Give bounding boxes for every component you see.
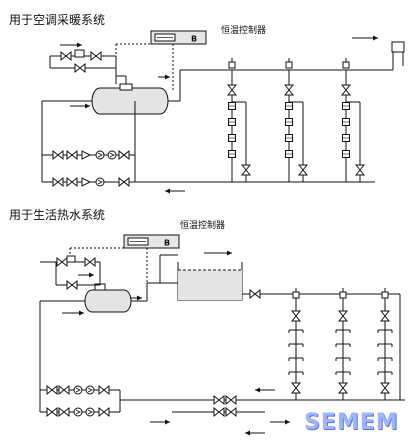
radiator-column-2 — [284, 57, 308, 182]
diagram-title-hotwater: 用于生活热水系统 — [9, 208, 106, 222]
radiator-column-3 — [341, 57, 365, 182]
radiator-column-1 — [227, 57, 251, 182]
thermostat-controller-heating — [150, 30, 207, 45]
tap-column-2 — [335, 287, 351, 400]
pump-bank-heating — [52, 150, 130, 187]
thermostat-controller-hotwater — [123, 234, 180, 249]
diagram-title-heating: 用于空调采暖系统 — [9, 13, 106, 27]
heat-exchanger-tank-heating — [91, 83, 169, 115]
controller-display-heating: B — [191, 35, 197, 44]
pump-bank-hotwater — [46, 385, 110, 417]
controller-label-hotwater: 恒温控制器 — [180, 221, 226, 231]
tap-column-1 — [288, 287, 304, 400]
brand-watermark: SEMEM — [304, 410, 399, 435]
controller-label-heating: 恒温控制器 — [221, 26, 267, 36]
controller-display-hotwater: B — [164, 239, 170, 248]
heat-exchanger-tank-hotwater — [84, 283, 132, 313]
open-water-tank — [177, 262, 243, 301]
tap-column-3 — [377, 287, 393, 400]
